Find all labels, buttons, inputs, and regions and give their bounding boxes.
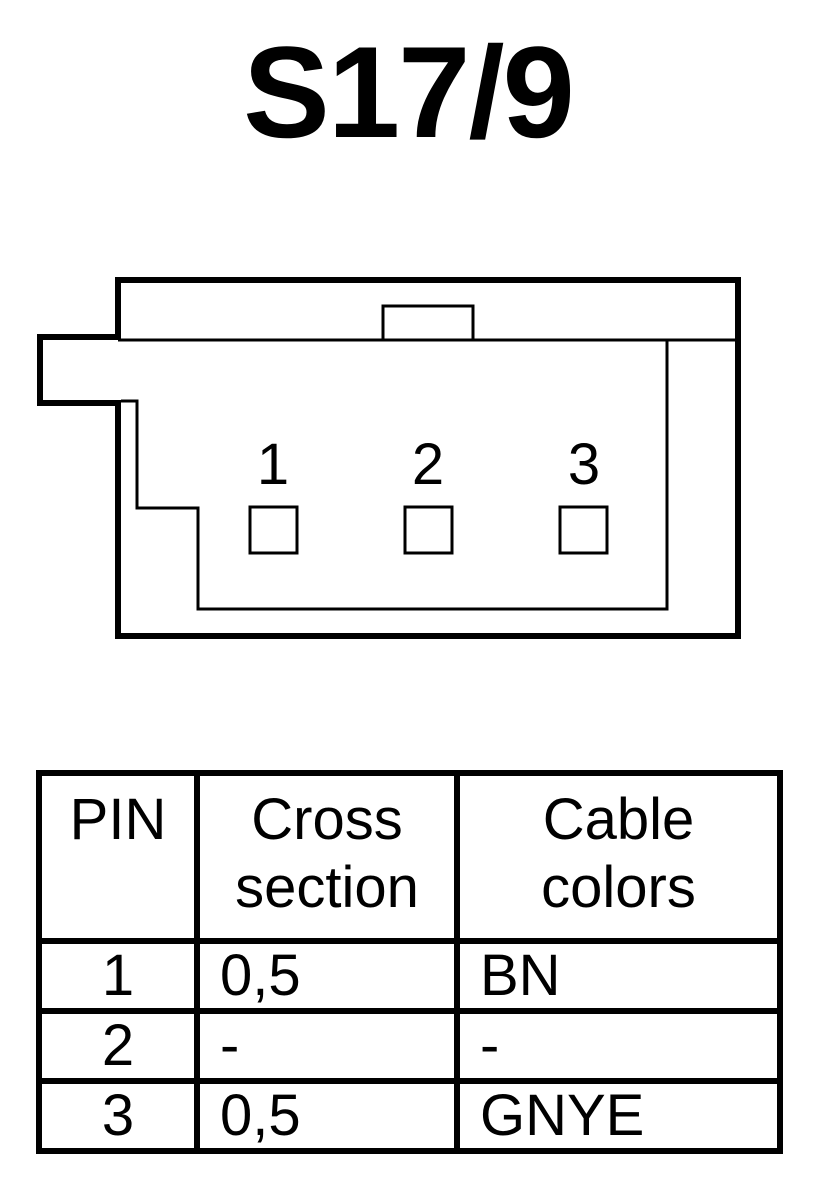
row-pin: 3 bbox=[36, 1078, 200, 1154]
row-cross-section: 0,5 bbox=[194, 938, 460, 1014]
pin-assignment-table: PIN Cross section Cable colors 1 0,5 BN … bbox=[36, 770, 783, 1154]
pin-number-3: 3 bbox=[568, 432, 600, 497]
row-cable-color: GNYE bbox=[454, 1078, 783, 1154]
connector-housing-outline bbox=[37, 277, 741, 639]
header-cross-section-line2: section bbox=[235, 855, 419, 920]
row-pin: 2 bbox=[36, 1008, 200, 1084]
row-cable-color: - bbox=[454, 1008, 783, 1084]
connector-title: S17/9 bbox=[243, 19, 575, 165]
pin-contact-1 bbox=[248, 505, 299, 555]
housing-key-notch bbox=[381, 304, 475, 340]
header-cable-colors: Cable colors bbox=[454, 770, 783, 944]
header-pin: PIN bbox=[36, 770, 200, 944]
pin-contact-2 bbox=[403, 505, 454, 555]
table-row: 2 - - bbox=[36, 1008, 783, 1084]
housing-inner-cavity bbox=[121, 340, 669, 611]
header-cable-colors-line1: Cable bbox=[542, 787, 695, 852]
pin-contact-3 bbox=[558, 505, 609, 555]
header-cable-colors-line2: colors bbox=[541, 855, 696, 920]
header-cross-section: Cross section bbox=[194, 770, 460, 944]
row-cable-color: BN bbox=[454, 938, 783, 1014]
pin-number-1: 1 bbox=[257, 432, 289, 497]
table-header-row: PIN Cross section Cable colors bbox=[36, 770, 783, 944]
row-cross-section: - bbox=[194, 1008, 460, 1084]
header-cross-section-line1: Cross bbox=[251, 787, 403, 852]
pin-number-2: 2 bbox=[412, 432, 444, 497]
row-pin: 1 bbox=[36, 938, 200, 1014]
connector-diagram: 1 2 3 bbox=[37, 277, 741, 639]
table-row: 3 0,5 GNYE bbox=[36, 1078, 783, 1154]
row-cross-section: 0,5 bbox=[194, 1078, 460, 1154]
table-row: 1 0,5 BN bbox=[36, 938, 783, 1014]
